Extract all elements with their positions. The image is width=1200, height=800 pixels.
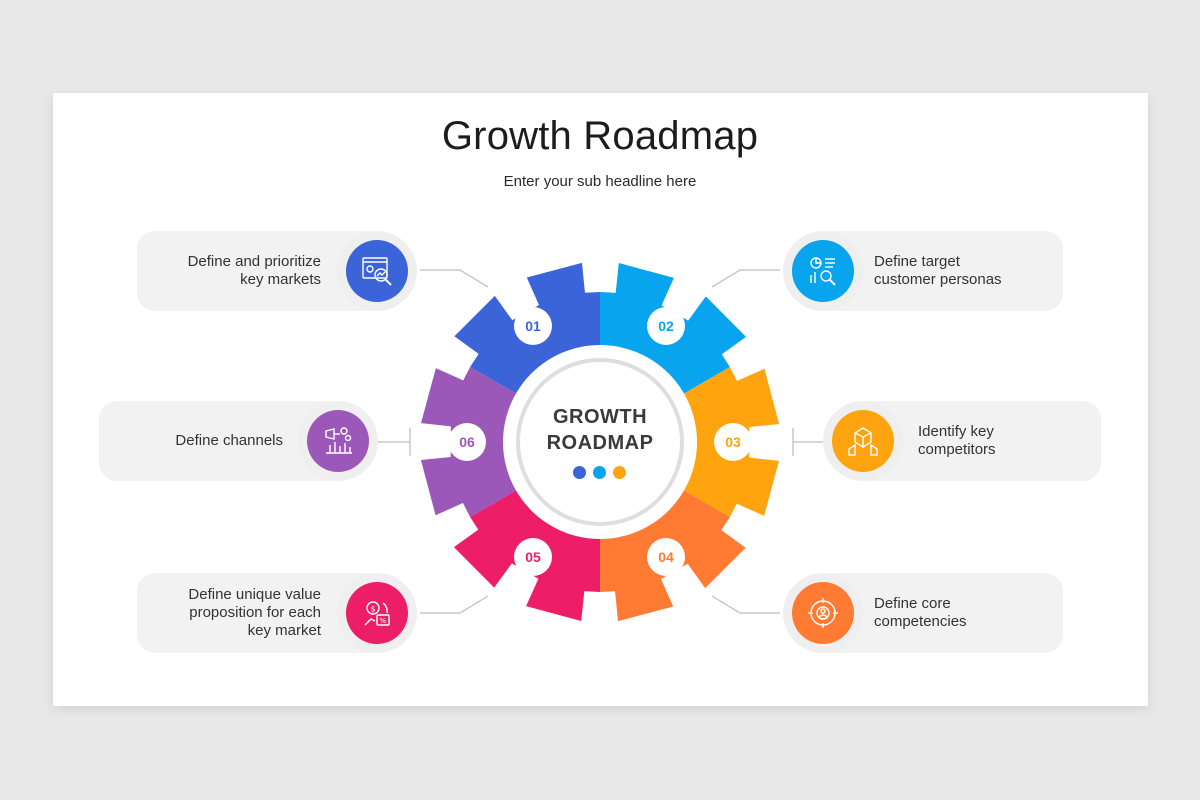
channels-icon [325, 427, 352, 454]
step-02-number: 02 [647, 307, 685, 345]
connector-01 [420, 269, 489, 288]
step-02-label: Define target customer personas [874, 253, 1002, 288]
persona-chart-icon [810, 257, 836, 286]
center-disc [503, 345, 697, 539]
connector-04 [711, 595, 780, 614]
svg-text:$: $ [370, 605, 375, 614]
center-dot-cyan [593, 466, 606, 479]
page-title: Growth Roadmap [441, 114, 759, 158]
step-05-label: Define unique value proposition for each… [188, 586, 321, 639]
step-01-icon-ring [337, 231, 417, 311]
connector-05 [420, 595, 489, 614]
center-title: GROWTH ROADMAP [520, 404, 680, 456]
step-04-number: 04 [647, 538, 685, 576]
svg-text:%: % [380, 617, 387, 625]
value-proposition-icon: $ % [364, 601, 390, 626]
step-04-icon-ring [783, 573, 863, 653]
center-dot-blue [573, 466, 586, 479]
step-03-icon-ring [823, 401, 903, 481]
step-03-number: 03 [714, 423, 752, 461]
competitors-icon [848, 427, 878, 456]
center-title-line1: GROWTH [552, 406, 648, 428]
step-04-label: Define core competencies [874, 595, 967, 630]
connector-lines [377, 269, 823, 614]
step-05-number: 05 [514, 538, 552, 576]
step-02-icon-ring [783, 231, 863, 311]
center-title-line2: ROADMAP [546, 432, 654, 454]
step-06-number: 06 [448, 423, 486, 461]
center-ring [516, 358, 684, 526]
step-05-icon-ring: $ % [337, 573, 417, 653]
step-06-label: Define channels [175, 432, 283, 449]
step-01-label: Define and prioritize key markets [187, 253, 321, 288]
connector-02 [711, 269, 780, 288]
step-06-icon-ring [298, 401, 378, 481]
center-dot-orange [613, 466, 626, 479]
target-competency-icon [808, 598, 838, 628]
step-01-number: 01 [514, 307, 552, 345]
step-03-label: Identify key competitors [918, 423, 996, 458]
page-subtitle: Enter your sub headline here [503, 173, 697, 190]
market-analysis-icon [362, 257, 392, 286]
